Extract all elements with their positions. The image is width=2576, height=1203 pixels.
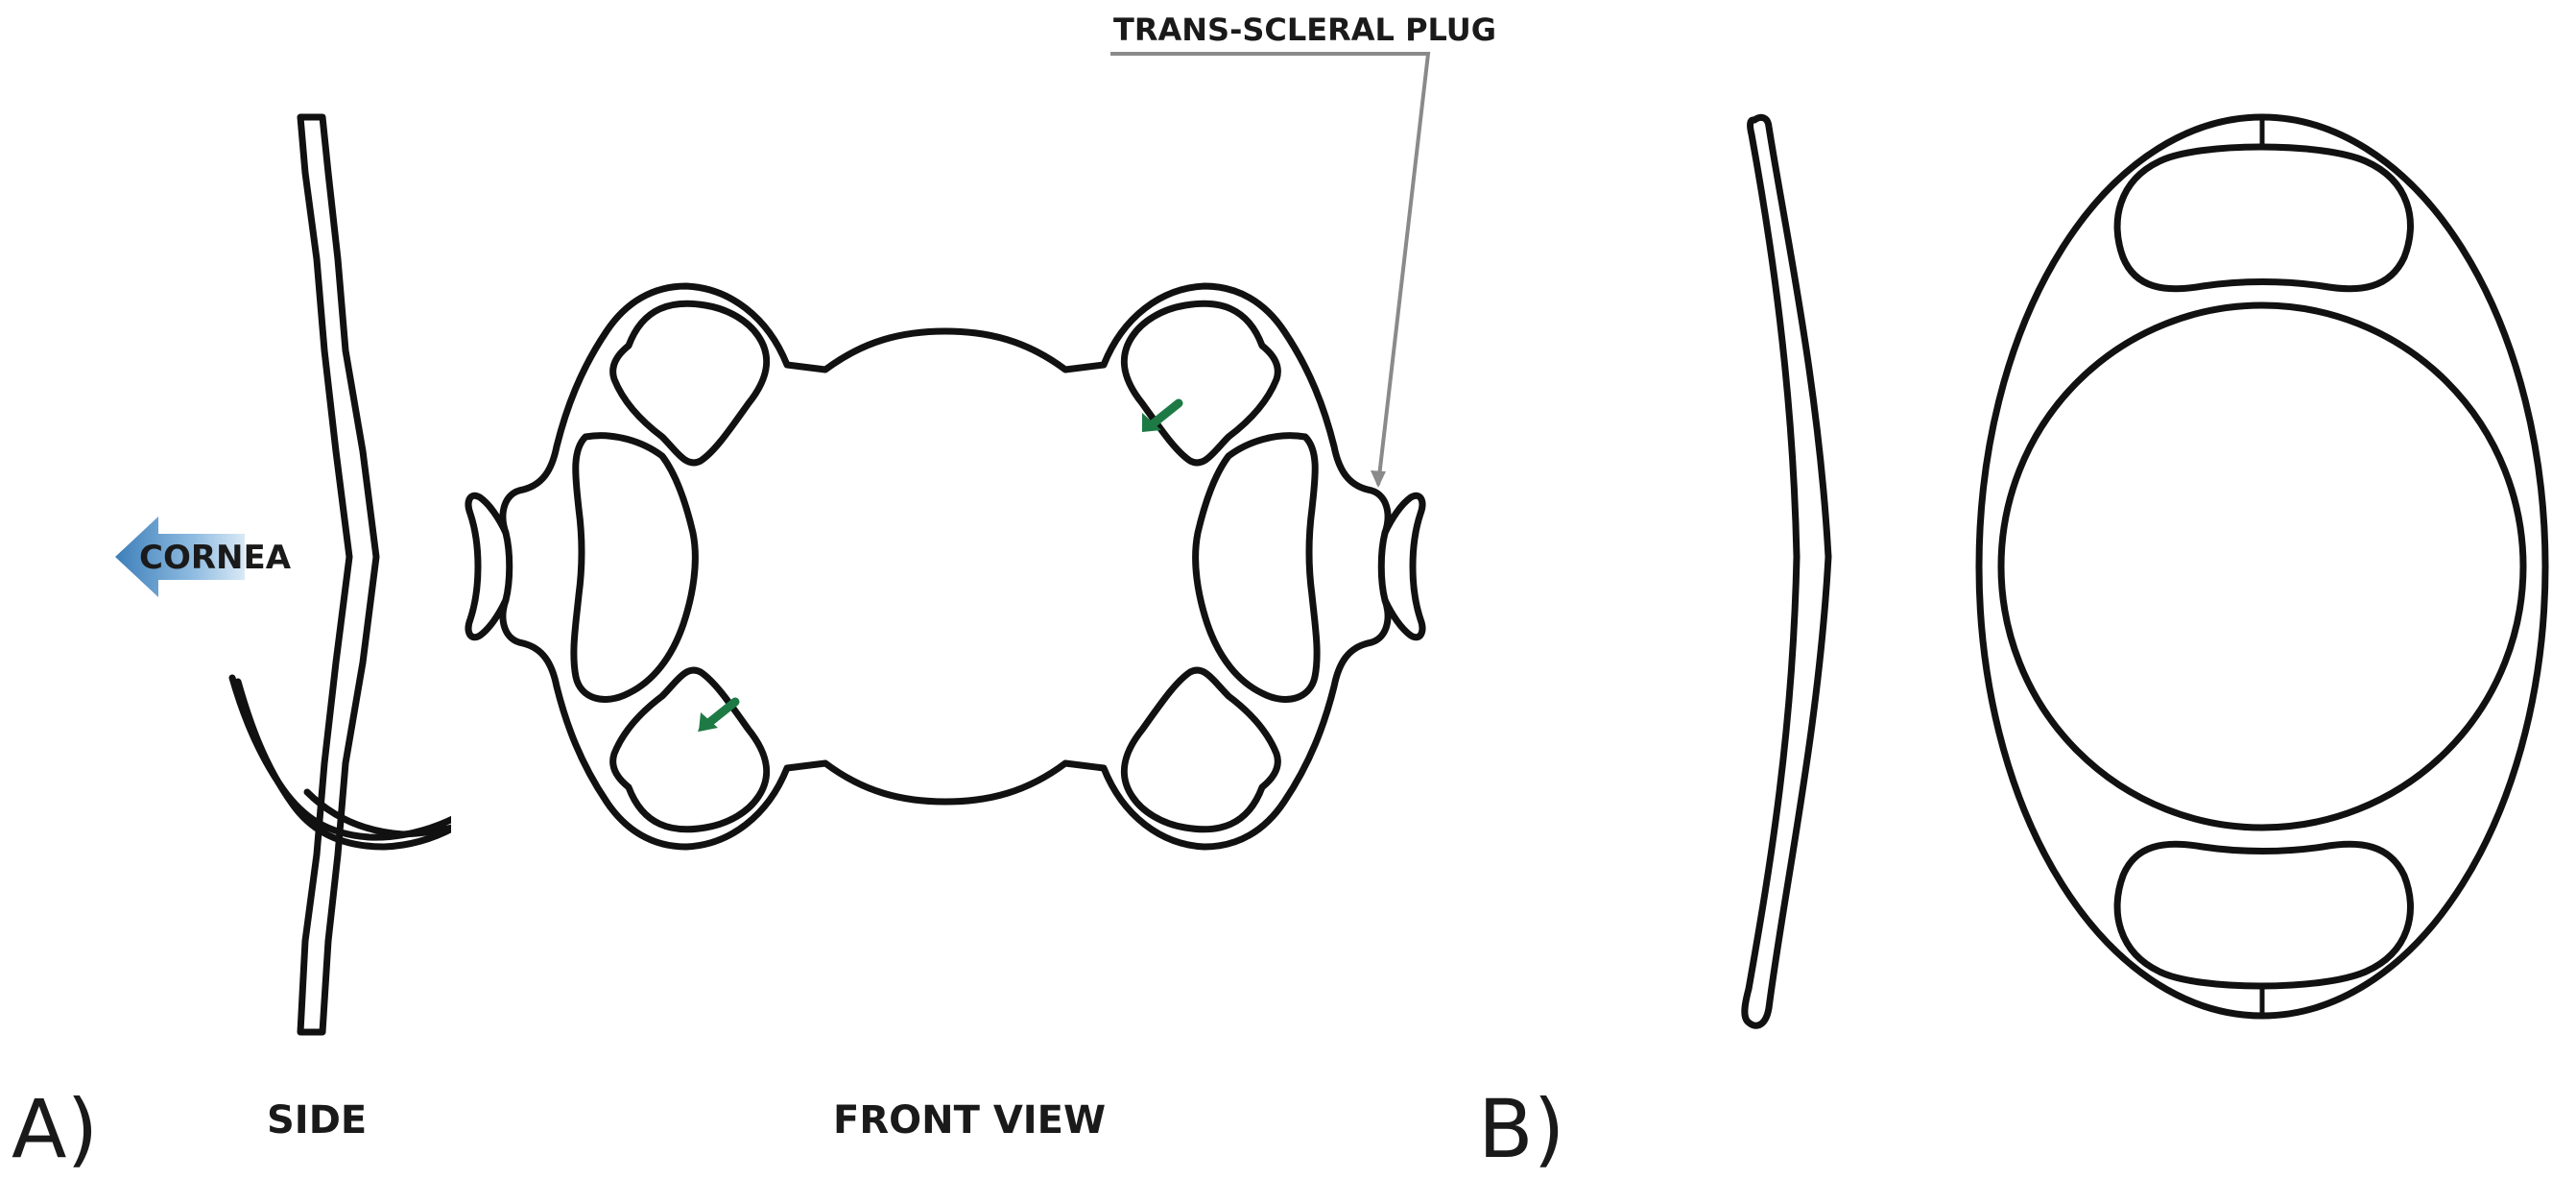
panel-b: B)	[1478, 113, 2549, 1176]
plug-leader-arrowhead-icon	[1371, 470, 1386, 488]
side-label: SIDE	[267, 1098, 367, 1143]
lens-b-upper-window	[2113, 143, 2414, 293]
lens-a-left-lower-window	[609, 666, 771, 833]
lens-a-right-lower-window	[1120, 666, 1281, 833]
lens-b-optic	[1997, 301, 2527, 831]
trans-scleral-plug-label: TRANS-SCLERAL PLUG	[1113, 12, 1496, 48]
panel-a-letter: A)	[12, 1082, 98, 1176]
lens-a-right-plug	[1381, 492, 1426, 641]
lens-a-front-authoritative	[465, 282, 1426, 851]
plug-leader-line	[1110, 52, 1431, 486]
lens-a-left-plug	[465, 492, 510, 641]
lens-b-front	[1975, 113, 2549, 1020]
cornea-label: CORNEA	[139, 539, 292, 577]
front-view-label: FRONT VIEW	[833, 1098, 1106, 1143]
cornea-arrow-icon	[115, 517, 245, 597]
lens-b-lower-window	[2113, 840, 2414, 990]
green-arrow-upper-right-icon	[1142, 398, 1183, 432]
lens-b-side-profile	[1741, 113, 1832, 1029]
lens-a-side-profile	[297, 113, 380, 1036]
lens-b-outer-haptic	[1975, 113, 2549, 1020]
panel-b-letter: B)	[1478, 1082, 1564, 1176]
lens-a-right-arc-window	[1192, 432, 1321, 703]
green-arrow-lower-left-icon	[698, 697, 740, 732]
lens-a-left-upper-window	[609, 300, 771, 467]
plug-leader	[1110, 52, 1431, 488]
lens-a-left-arc-window	[570, 432, 699, 703]
lens-a-outer	[499, 282, 1392, 851]
